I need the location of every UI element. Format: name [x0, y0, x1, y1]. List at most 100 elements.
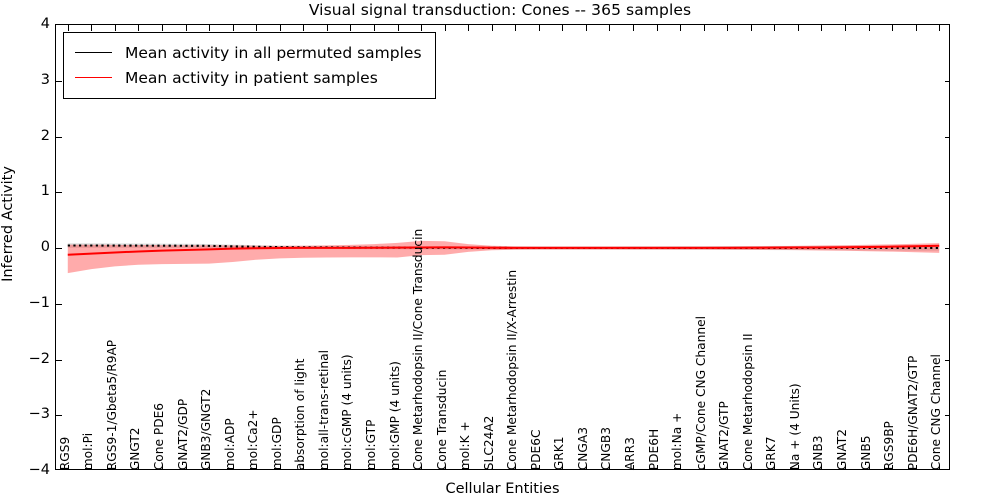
x-tick: [161, 25, 163, 31]
x-tick-label: GNB3: [811, 435, 826, 470]
x-tick-label: mol:GDP: [269, 417, 284, 470]
x-tick: [797, 465, 799, 469]
x-tick: [279, 25, 281, 31]
y-tick-label: 0: [40, 239, 50, 255]
y-tick-label: 2: [40, 127, 50, 144]
y-tick: [56, 248, 62, 249]
y-tick-label: 3: [40, 71, 50, 88]
x-tick: [444, 465, 446, 469]
x-tick-label: mol:Na +: [670, 412, 685, 471]
x-tick-label: Cone Metarhodopsin II/X-Arrestin: [505, 269, 520, 470]
x-tick-label: mol:GMP (4 units): [387, 360, 402, 470]
x-tick-label: mol:all-trans-retinal: [317, 349, 332, 470]
x-tick-label: ARR3: [623, 436, 638, 470]
x-tick-label: mol:Ca2+: [246, 409, 261, 470]
x-tick-label: GNB5: [858, 435, 873, 470]
x-tick: [727, 25, 729, 31]
x-tick: [232, 465, 234, 469]
x-tick: [326, 465, 328, 469]
y-tick: [56, 415, 62, 417]
y-tick: [56, 80, 62, 82]
x-tick: [585, 465, 587, 469]
plot-canvas: [67, 240, 940, 274]
x-tick: [774, 25, 776, 31]
y-tick: [945, 80, 949, 82]
y-tick: [945, 303, 949, 305]
x-tick: [138, 465, 140, 469]
x-tick: [797, 25, 799, 31]
x-tick-label: GNAT2/GTP: [717, 400, 732, 470]
x-tick: [468, 25, 470, 31]
y-tick: [56, 359, 62, 361]
x-tick: [279, 465, 281, 469]
x-tick: [915, 25, 917, 31]
x-tick: [185, 25, 187, 31]
legend-item: Mean activity in patient samples: [75, 65, 422, 90]
x-tick: [703, 25, 705, 31]
x-tick-label: GNB3/GNGT2: [199, 388, 214, 470]
y-tick: [945, 359, 949, 361]
x-tick: [609, 465, 611, 469]
x-tick: [303, 25, 305, 31]
y-tick: [945, 192, 949, 194]
x-tick: [491, 465, 493, 469]
x-tick-label: RGS9: [57, 436, 72, 470]
x-tick: [350, 465, 352, 469]
x-tick: [209, 465, 211, 469]
x-tick: [892, 465, 894, 469]
x-tick: [209, 25, 211, 31]
x-tick-label: mol:cGMP (4 units): [340, 354, 355, 470]
x-tick: [656, 25, 658, 31]
x-tick: [727, 465, 729, 469]
x-tick: [868, 465, 870, 469]
y-tick: [945, 136, 949, 138]
x-axis-title: Cellular Entities: [445, 481, 560, 497]
x-tick-label: Na + (4 Units): [788, 383, 803, 470]
x-tick-label: GNAT2: [835, 428, 850, 470]
chart-title: Visual signal transduction: Cones -- 365…: [308, 1, 692, 19]
legend-line-swatch: [75, 77, 112, 78]
x-tick: [161, 465, 163, 469]
y-tick-label: −2: [28, 350, 50, 367]
x-tick: [114, 465, 116, 469]
x-tick-label: GRK7: [764, 436, 779, 470]
x-tick: [680, 25, 682, 31]
x-tick-label: Cone PDE6: [152, 402, 167, 470]
legend-line-swatch: [75, 52, 112, 53]
x-tick: [91, 25, 93, 31]
x-tick-label: absorption of light: [293, 358, 308, 470]
x-tick-label: mol:Pi: [81, 432, 96, 470]
x-tick: [421, 25, 423, 31]
x-tick-label: mol:ADP: [222, 418, 237, 470]
y-tick-label: −1: [28, 294, 50, 311]
x-tick: [67, 25, 69, 31]
legend-label: Mean activity in all permuted samples: [125, 43, 422, 62]
y-tick: [56, 192, 62, 194]
x-tick: [256, 25, 258, 31]
x-tick: [303, 465, 305, 469]
x-tick: [633, 25, 635, 31]
x-tick: [892, 25, 894, 31]
x-tick: [421, 465, 423, 469]
x-tick: [656, 465, 658, 469]
x-tick: [562, 465, 564, 469]
y-axis-ticks: [56, 25, 949, 469]
x-tick: [774, 465, 776, 469]
x-tick: [444, 25, 446, 31]
x-tick: [750, 465, 752, 469]
x-tick-label: CNGA3: [576, 426, 591, 470]
x-tick: [939, 25, 941, 31]
x-tick: [609, 25, 611, 31]
series-line: [67, 244, 940, 256]
legend-item: Mean activity in all permuted samples: [75, 40, 422, 65]
x-tick: [232, 25, 234, 31]
x-tick-label: SLC24A2: [481, 415, 496, 470]
x-tick: [515, 465, 517, 469]
x-tick-label: cGMP/Cone CNG Channel: [693, 315, 708, 470]
x-tick: [491, 25, 493, 31]
x-tick: [562, 25, 564, 31]
x-tick-label: Cone Metarhodopsin II: [740, 333, 755, 470]
